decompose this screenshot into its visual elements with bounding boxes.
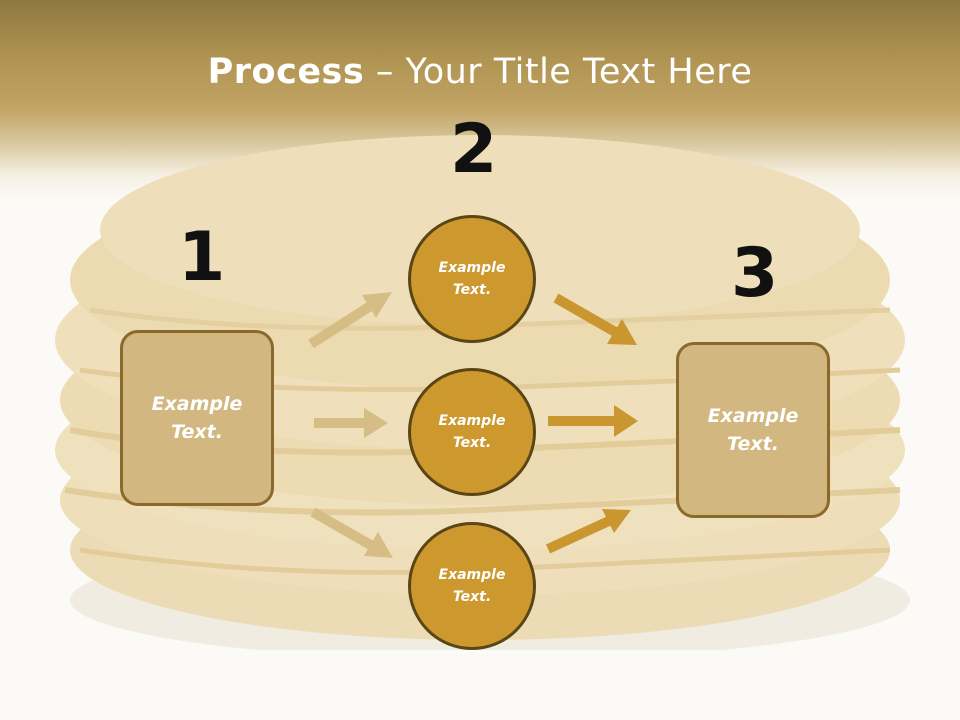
- title-separator: –: [364, 52, 406, 92]
- arrow-middle-to-right: [548, 405, 638, 437]
- arrow-left-to-bottom: [310, 507, 393, 558]
- step-number-3: 3: [731, 234, 779, 313]
- arrow-top-to-right: [553, 293, 637, 345]
- circle-bottom-line2: Text.: [452, 589, 492, 605]
- title-rest: Your Title Text Here: [405, 52, 753, 92]
- circle-bottom-line1: Example: [438, 566, 506, 583]
- step-number-1: 1: [178, 218, 226, 297]
- arrow-left-to-top: [308, 292, 392, 349]
- title-bold: Process: [207, 52, 365, 92]
- left-box-line1: Example: [151, 392, 243, 415]
- circle-top-line1: Example: [438, 259, 506, 276]
- step-number-2: 2: [450, 110, 498, 189]
- circle-top-line2: Text.: [452, 282, 492, 298]
- left-box-line2: Text.: [171, 421, 223, 443]
- circle-middle-line2: Text.: [452, 435, 492, 451]
- page-title: Process – Your Title Text Here: [0, 52, 960, 92]
- circle-middle-line1: Example: [438, 412, 506, 429]
- arrow-bottom-to-right: [545, 509, 631, 554]
- right-box-line2: Text.: [727, 433, 779, 455]
- right-box-line1: Example: [707, 404, 799, 427]
- arrow-left-to-middle: [314, 408, 388, 438]
